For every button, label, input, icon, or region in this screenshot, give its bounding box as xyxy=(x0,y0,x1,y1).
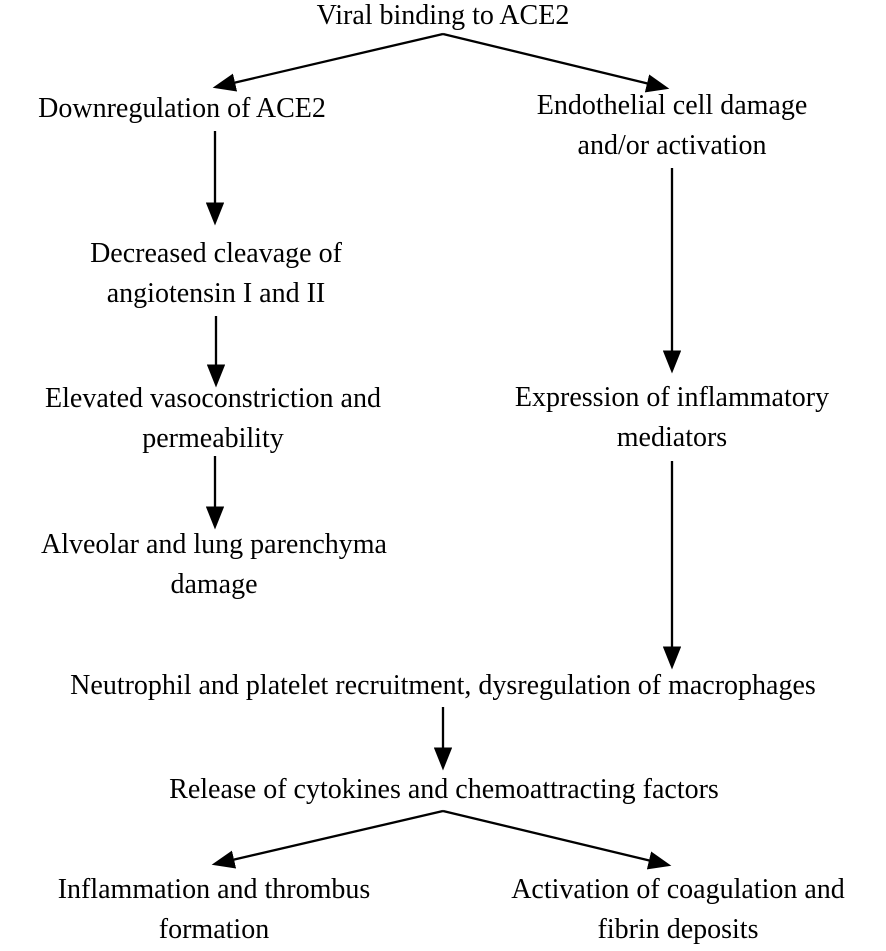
node-release-cytokines: Release of cytokines and chemoattracting… xyxy=(94,770,794,810)
node-neutrophil-recruitment: Neutrophil and platelet recruitment, dys… xyxy=(0,666,886,706)
node-activation-coagulation-line2: fibrin deposits xyxy=(597,914,759,945)
node-downregulation-ace2: Downregulation of ACE2 xyxy=(32,89,332,129)
node-alveolar-damage-line2: damage xyxy=(170,569,258,600)
arrow-release-to-inflammation xyxy=(211,809,444,869)
arrow-viral-to-endothelial xyxy=(442,32,670,93)
node-decreased-cleavage-line1: Decreased cleavage of xyxy=(90,238,342,269)
node-endothelial-damage-line2: and/or activation xyxy=(577,130,767,161)
node-inflammation-thrombus: Inflammation and thrombus formation xyxy=(14,870,414,950)
node-activation-coagulation: Activation of coagulation and fibrin dep… xyxy=(478,870,878,950)
node-endothelial-damage: Endothelial cell damage and/or activatio… xyxy=(472,86,872,166)
node-inflammation-thrombus-line2: formation xyxy=(158,914,270,945)
node-release-cytokines-label: Release of cytokines and chemoattracting… xyxy=(169,774,719,805)
node-elevated-vasoconstriction-line2: permeability xyxy=(142,423,284,454)
node-activation-coagulation-line1: Activation of coagulation and xyxy=(511,874,845,905)
node-decreased-cleavage: Decreased cleavage of angiotensin I and … xyxy=(66,234,366,314)
node-inflammation-thrombus-line1: Inflammation and thrombus xyxy=(57,874,371,905)
node-alveolar-damage-line1: Alveolar and lung parenchyma xyxy=(41,529,387,560)
node-expression-mediators: Expression of inflammatory mediators xyxy=(472,378,872,458)
arrow-viral-to-downregulation xyxy=(212,32,444,92)
node-decreased-cleavage-line2: angiotensin I and II xyxy=(106,278,326,309)
node-expression-mediators-line1: Expression of inflammatory xyxy=(514,382,830,413)
node-viral-binding: Viral binding to ACE2 xyxy=(193,0,693,36)
arrow-release-to-activation xyxy=(442,809,672,870)
node-elevated-vasoconstriction-line1: Elevated vasoconstriction and xyxy=(45,383,381,414)
node-viral-binding-label: Viral binding to ACE2 xyxy=(316,0,570,31)
node-downregulation-ace2-label: Downregulation of ACE2 xyxy=(38,93,326,124)
node-expression-mediators-line2: mediators xyxy=(616,422,728,453)
node-neutrophil-recruitment-label: Neutrophil and platelet recruitment, dys… xyxy=(70,670,816,701)
node-endothelial-damage-line1: Endothelial cell damage xyxy=(536,90,808,121)
node-elevated-vasoconstriction: Elevated vasoconstriction and permeabili… xyxy=(13,379,413,459)
node-alveolar-damage: Alveolar and lung parenchyma damage xyxy=(14,525,414,605)
